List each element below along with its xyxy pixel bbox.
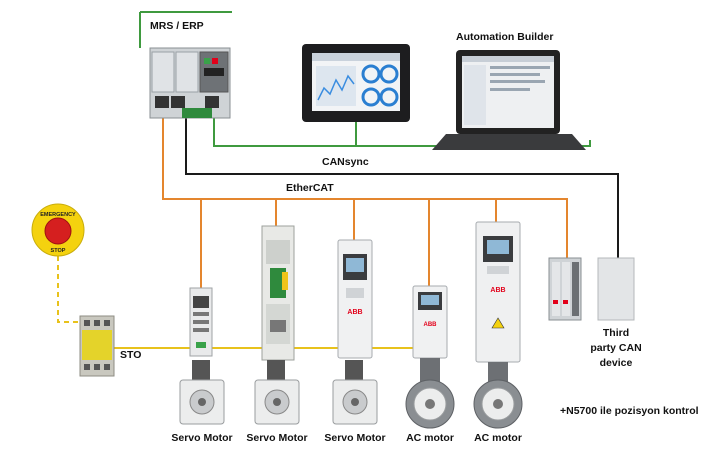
motor-4-label: AC motor (406, 432, 454, 444)
ethercat-label: EtherCAT (286, 182, 334, 194)
estop-dashed-line (57, 256, 80, 323)
plc-controller-icon (149, 47, 231, 119)
motor-icon (179, 360, 225, 425)
automation-builder-label: Automation Builder (456, 31, 554, 43)
mrs-erp-label: MRS / ERP (150, 20, 204, 32)
third-party-can-label: Third party CAN device (580, 326, 652, 371)
drive-unit-icon: ABB (337, 239, 373, 359)
safety-relay-icon (79, 315, 115, 377)
third-party-line-1: Third (602, 327, 630, 339)
abb-logo-3: ABB (347, 309, 362, 316)
drive-unit-4: ABB (412, 285, 448, 359)
servo-drive-1 (189, 287, 213, 357)
abb-logo-5: ABB (490, 287, 505, 294)
touch-panel-icon (302, 44, 410, 122)
ac-motor-2 (473, 362, 523, 429)
ethercat-line (162, 117, 568, 258)
ac-motor-1 (405, 358, 455, 429)
laptop-icon (432, 50, 586, 150)
estop-bottom-text: STOP (51, 248, 66, 254)
servo-drive-2 (261, 225, 295, 361)
cansync-line (185, 117, 619, 258)
motor-2-label: Servo Motor (246, 432, 308, 444)
third-party-device-box (597, 257, 635, 321)
positioning-note: +N5700 ile pozisyon kontrol (560, 405, 699, 417)
motor-3-label: Servo Motor (324, 432, 386, 444)
emergency-stop-icon: EMERGENCY STOP (31, 203, 85, 257)
hmi-link-line (213, 117, 591, 147)
estop-top-text: EMERGENCY (40, 212, 76, 218)
abb-logo-4: ABB (424, 322, 438, 328)
sto-label: STO (120, 349, 142, 361)
motor-5-label: AC motor (474, 432, 522, 444)
servo-motor-2 (254, 360, 300, 425)
third-party-line-2: party CAN (590, 342, 642, 354)
drive-unit-5: ABB (475, 221, 521, 363)
third-party-line-3: device (599, 357, 633, 369)
motor-1-label: Servo Motor (171, 432, 233, 444)
cansync-label: CANsync (322, 156, 369, 168)
io-module-icon (548, 257, 582, 321)
servo-motor-3 (332, 360, 378, 425)
connection-lines (57, 11, 619, 349)
